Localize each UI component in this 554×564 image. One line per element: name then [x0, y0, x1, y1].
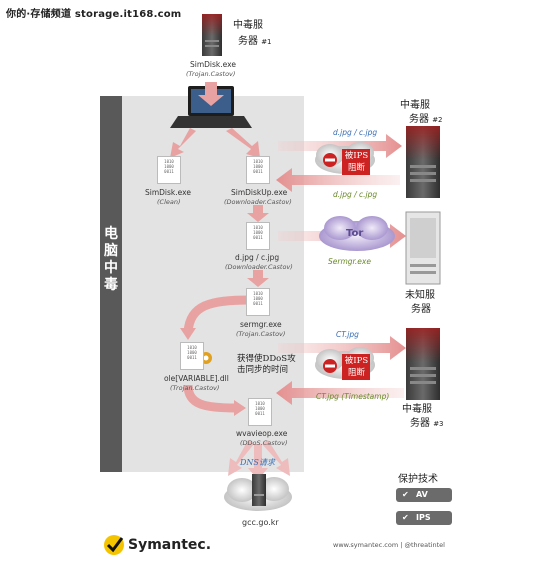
arrow-from-server3	[276, 381, 404, 405]
gcc-domain-label: gcc.go.kr	[242, 518, 279, 527]
simdisk-clean-type: (Clean)	[157, 198, 181, 206]
footer-url: www.symantec.com | @threatintel	[333, 541, 445, 549]
gcc-cloud	[224, 477, 292, 511]
simdiskup-type: (Downloader.Castov)	[224, 198, 292, 206]
arrow-to-server3	[278, 336, 406, 360]
label-sermgr-in: Sermgr.exe	[328, 257, 371, 266]
wvavieop-name: wvavieop.exe	[236, 429, 288, 438]
infected-server-3-icon	[406, 328, 440, 400]
arrow-server1-to-laptop	[198, 82, 224, 106]
computer-infected-label: 电 脑 中 毒	[104, 226, 118, 293]
symantec-logo-text: Symantec.	[128, 537, 212, 553]
label-djpg-in: d.jpg / c.jpg	[333, 190, 378, 199]
djpg-name: d.jpg / c.jpg	[235, 253, 280, 262]
gcc-server-icon	[252, 474, 266, 506]
djpg-type: (Downloader.Castov)	[225, 263, 293, 271]
simdisk-top-name: SimDisk.exe	[190, 60, 236, 69]
infected-server-2-icon	[406, 126, 440, 198]
arrow-ole-to-wvavieop	[183, 384, 237, 413]
dns-request-arrows	[228, 440, 290, 480]
label-djpg-out: d.jpg / c.jpg	[333, 128, 378, 137]
protection-ips-badge: ✔IPS	[396, 511, 452, 525]
ole-type: (Trojan.Castov)	[170, 384, 220, 392]
protection-title: 保护技术	[398, 474, 438, 485]
infected-server-1-title: 中毒服	[233, 20, 263, 31]
label-ct-in: CT.jpg (Timestamp)	[316, 392, 390, 401]
arrow-laptop-to-simdisk	[170, 128, 196, 158]
arrow-to-server2	[278, 134, 402, 158]
infected-server-3-title-2: 务器 #3	[410, 418, 444, 429]
ddos-sync-note: 获得使DDoS攻击同步的时间	[237, 354, 296, 375]
infected-server-2-title-2: 务器 #2	[409, 114, 443, 125]
ips-block-label-2-bg	[342, 354, 370, 380]
symantec-logo-mark	[104, 535, 124, 555]
infected-server-1-icon	[202, 14, 222, 56]
unknown-server-icon	[405, 211, 441, 285]
arrow-sermgr-to-ole	[183, 295, 251, 333]
ole-name: ole[VARIABLE].dll	[164, 374, 229, 383]
block-icon	[323, 359, 337, 373]
ips-block-label-1-bg	[342, 149, 370, 175]
arrow-laptop-to-simdiskup	[226, 128, 260, 158]
wvavieop-type: (DDoS.Castov)	[240, 439, 288, 447]
computer-panel-sidebar	[100, 96, 122, 472]
simdisk-top-type: (Trojan.Castov)	[186, 70, 236, 78]
block-icon	[323, 153, 337, 167]
sermgr-name: sermgr.exe	[240, 320, 282, 329]
page-header: 你的·存储频道 storage.it168.com	[0, 0, 554, 22]
protection-av-badge: ✔AV	[396, 488, 452, 502]
unknown-server-title-2: 务器	[411, 304, 431, 315]
check-icon: ✔	[402, 513, 409, 522]
tor-cloud	[319, 216, 395, 251]
arrow-from-server2	[276, 168, 400, 192]
header-text: 你的·存储频道 storage.it168.com	[6, 9, 182, 20]
infected-server-1-title-2: 务器 #1	[238, 36, 272, 47]
sermgr-type: (Trojan.Castov)	[236, 330, 286, 338]
simdisk-clean-name: SimDisk.exe	[145, 188, 191, 197]
dns-request-label: DNS请求	[240, 458, 275, 467]
label-ct-out: CT.jpg	[336, 330, 359, 339]
simdiskup-name: SimDiskUp.exe	[231, 188, 288, 197]
infected-server-2-title: 中毒服	[400, 100, 430, 111]
infected-server-3-title: 中毒服	[402, 404, 432, 415]
unknown-server-title: 未知服	[405, 290, 435, 301]
tor-label: Tor	[346, 228, 364, 239]
check-icon: ✔	[402, 490, 409, 499]
arrow-simdiskup-to-djpg	[247, 205, 269, 222]
arrow-djpg-to-sermgr	[247, 270, 269, 287]
